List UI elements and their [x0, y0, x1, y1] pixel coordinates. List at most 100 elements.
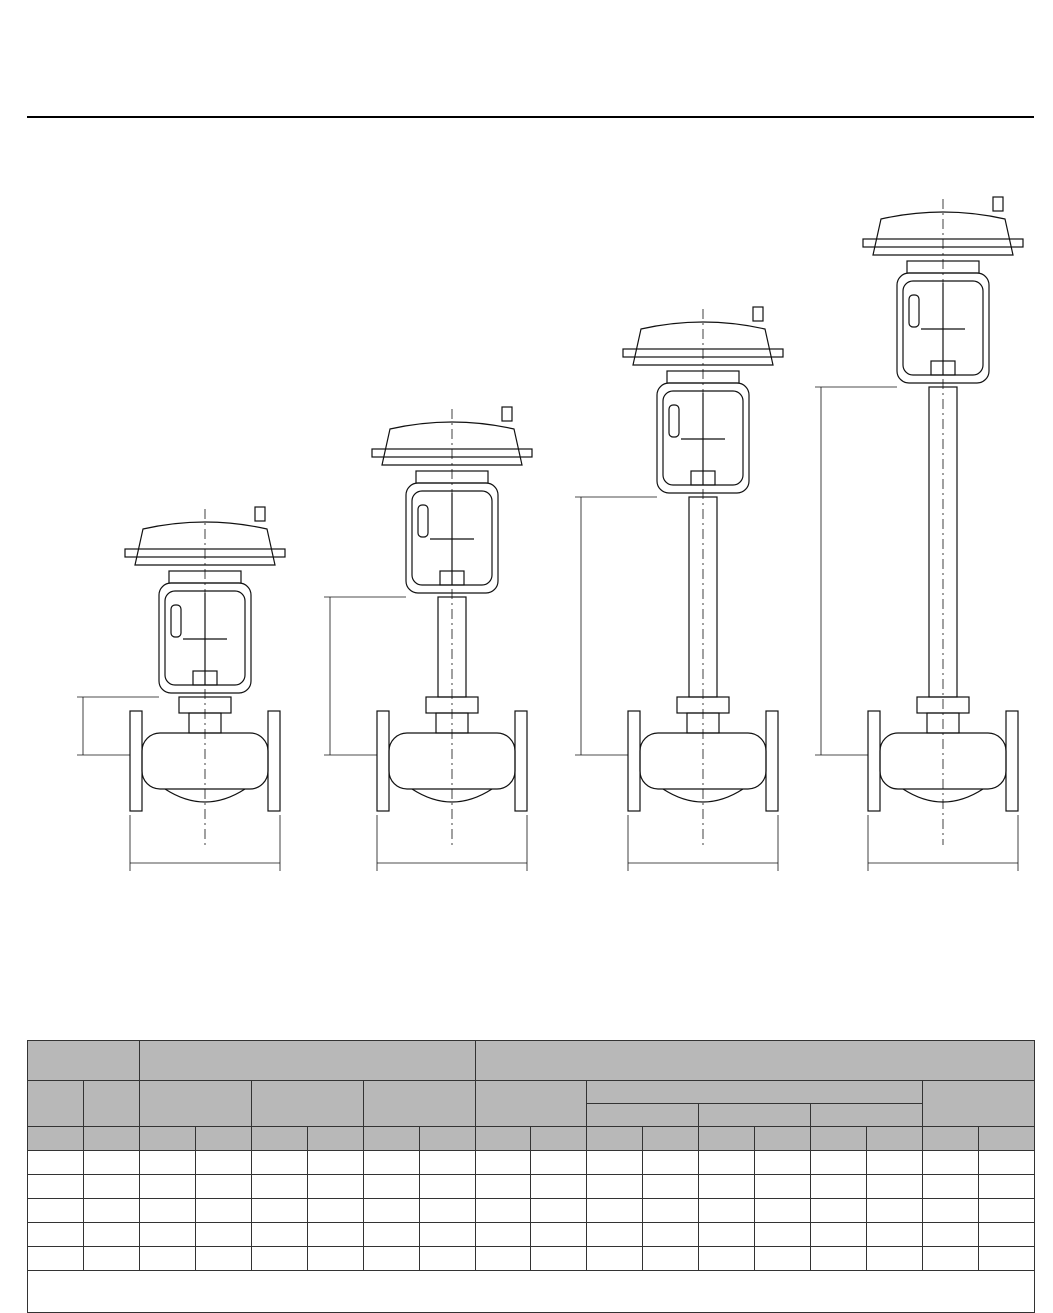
valve-view-extended-bonnet-short — [324, 406, 533, 871]
header-cell — [586, 1103, 700, 1127]
table-row — [27, 1222, 1036, 1247]
header-group-1 — [27, 1040, 140, 1081]
data-cell — [138, 1174, 196, 1199]
unit-cell — [362, 1126, 420, 1151]
data-cell — [810, 1198, 868, 1223]
unit-cell — [754, 1126, 812, 1151]
data-cell — [698, 1150, 756, 1175]
header-group-2 — [138, 1040, 476, 1081]
unit-cell — [866, 1126, 923, 1151]
unit-cell — [474, 1126, 532, 1151]
data-cell — [306, 1174, 364, 1199]
unit-cell — [194, 1126, 252, 1151]
data-cell — [530, 1150, 588, 1175]
data-cell — [977, 1246, 1036, 1271]
data-cell — [474, 1174, 532, 1199]
unit-cell — [642, 1126, 700, 1151]
data-cell — [586, 1174, 644, 1199]
data-cell — [642, 1150, 700, 1175]
data-cell — [418, 1198, 476, 1223]
header-cell — [250, 1080, 364, 1127]
data-cell — [250, 1150, 308, 1175]
data-cell — [418, 1246, 476, 1271]
data-cell — [138, 1246, 196, 1271]
data-cell — [474, 1198, 532, 1223]
data-cell — [362, 1198, 420, 1223]
header-cell — [698, 1103, 812, 1127]
data-cell — [474, 1150, 532, 1175]
unit-cell — [306, 1126, 364, 1151]
data-cell — [27, 1246, 84, 1271]
data-cell — [810, 1174, 868, 1199]
data-cell — [642, 1198, 700, 1223]
data-cell — [306, 1150, 364, 1175]
data-cell — [530, 1222, 588, 1247]
data-cell — [922, 1222, 979, 1247]
data-cell — [530, 1198, 588, 1223]
data-cell — [250, 1222, 308, 1247]
data-cell — [977, 1198, 1036, 1223]
data-cell — [754, 1246, 812, 1271]
data-cell — [474, 1222, 532, 1247]
header-cell — [810, 1103, 923, 1127]
data-cell — [82, 1150, 140, 1175]
data-cell — [138, 1222, 196, 1247]
data-cell — [586, 1198, 644, 1223]
data-cell — [138, 1150, 196, 1175]
table-row — [27, 1198, 1036, 1223]
table-row — [27, 1246, 1036, 1271]
data-cell — [250, 1174, 308, 1199]
data-cell — [642, 1246, 700, 1271]
unit-cell — [530, 1126, 588, 1151]
unit-cell — [250, 1126, 308, 1151]
header-cell — [362, 1080, 476, 1127]
data-cell — [194, 1198, 252, 1223]
data-cell — [698, 1222, 756, 1247]
data-cell — [194, 1150, 252, 1175]
valve-view-extended-bonnet-long — [815, 196, 1024, 871]
data-cell — [977, 1150, 1036, 1175]
unit-cell — [27, 1126, 84, 1151]
data-cell — [586, 1150, 644, 1175]
data-cell — [82, 1222, 140, 1247]
data-cell — [474, 1246, 532, 1271]
data-cell — [418, 1150, 476, 1175]
header-cell — [27, 1080, 84, 1127]
data-cell — [754, 1222, 812, 1247]
unit-cell — [418, 1126, 476, 1151]
data-cell — [754, 1174, 812, 1199]
data-cell — [362, 1174, 420, 1199]
data-cell — [698, 1174, 756, 1199]
unit-cell — [138, 1126, 196, 1151]
valve-dimension-drawing — [77, 196, 1024, 871]
header-group-3 — [474, 1040, 1035, 1081]
valve-view-extended-bonnet-medium — [575, 306, 784, 871]
data-cell — [27, 1174, 84, 1199]
data-cell — [530, 1174, 588, 1199]
header-cell — [586, 1080, 923, 1104]
data-cell — [866, 1222, 923, 1247]
data-cell — [977, 1174, 1036, 1199]
header-cell — [138, 1080, 252, 1127]
data-cell — [810, 1150, 868, 1175]
header-cell — [474, 1080, 588, 1127]
data-cell — [362, 1150, 420, 1175]
data-cell — [586, 1246, 644, 1271]
data-cell — [922, 1198, 979, 1223]
data-cell — [866, 1246, 923, 1271]
data-cell — [810, 1222, 868, 1247]
unit-cell — [82, 1126, 140, 1151]
data-cell — [810, 1246, 868, 1271]
table-row — [27, 1150, 1036, 1175]
data-cell — [194, 1246, 252, 1271]
data-cell — [82, 1246, 140, 1271]
data-cell — [586, 1222, 644, 1247]
data-cell — [698, 1198, 756, 1223]
data-cell — [922, 1246, 979, 1271]
dimension-table — [27, 1040, 1036, 1313]
unit-cell — [977, 1126, 1036, 1151]
data-cell — [642, 1174, 700, 1199]
table-row — [27, 1174, 1036, 1199]
data-cell — [194, 1222, 252, 1247]
data-cell — [922, 1174, 979, 1199]
